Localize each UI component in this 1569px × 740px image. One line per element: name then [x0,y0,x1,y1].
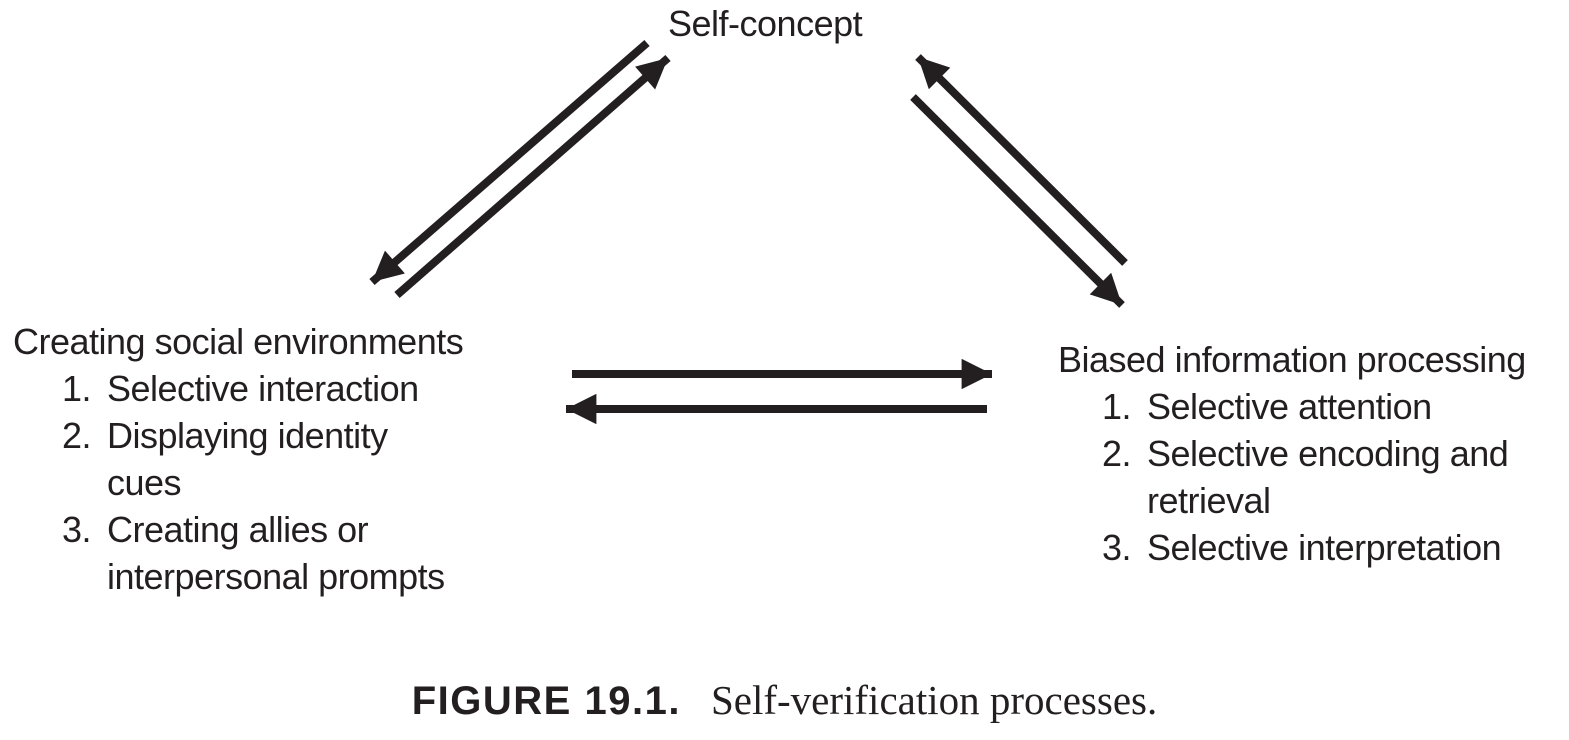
node-creating-social-environments: Creating social environments 1. Selectiv… [13,318,464,600]
list-item: 1. Selective interaction [62,365,463,412]
list-item-number: 3. [1102,527,1132,568]
arrow-selfconcept-to-social-environments [369,39,650,286]
list-item: 3. Creating allies or interpersonal prom… [62,506,463,600]
node-creating-social-environments-list: 1. Selective interaction 2. Displaying i… [13,365,463,600]
node-biased-information-processing-list: 1. Selective attention 2. Selective enco… [1058,383,1526,571]
list-item: 2. Displaying identity cues [62,412,463,506]
list-item: 3. Selective interpretation [1102,524,1526,571]
list-item-number: 2. [62,415,92,456]
list-item-text: Selective interaction [107,368,419,409]
node-self-concept: Self-concept [668,3,863,44]
node-creating-social-environments-title: Creating social environments [13,321,464,362]
list-item-number: 3. [62,509,92,550]
list-item-number: 1. [62,368,92,409]
figure-caption-label: FIGURE 19.1. [411,679,681,723]
figure-caption: FIGURE 19.1. Self-verification processes. [0,676,1569,724]
node-biased-information-processing-title: Biased information processing [1058,339,1526,380]
list-item-number: 2. [1102,433,1132,474]
arrow-biased-processing-to-selfconcept [915,54,1128,266]
list-item-text: Creating allies or interpersonal prompts [107,509,445,597]
list-item-text: Selective encoding and retrieval [1147,433,1509,521]
list-item-text: Displaying identity cues [107,415,388,503]
node-biased-information-processing: Biased information processing 1. Selecti… [1058,336,1526,571]
list-item: 1. Selective attention [1102,383,1526,430]
arrow-selfconcept-to-biased-processing [910,94,1125,308]
list-item: 2. Selective encoding and retrieval [1102,430,1526,524]
figure-caption-text: Self-verification processes. [710,677,1158,723]
list-item-text: Selective attention [1147,386,1432,427]
list-item-number: 1. [1102,386,1132,427]
arrow-social-environments-to-selfconcept [394,54,671,299]
list-item-text: Selective interpretation [1147,527,1502,568]
